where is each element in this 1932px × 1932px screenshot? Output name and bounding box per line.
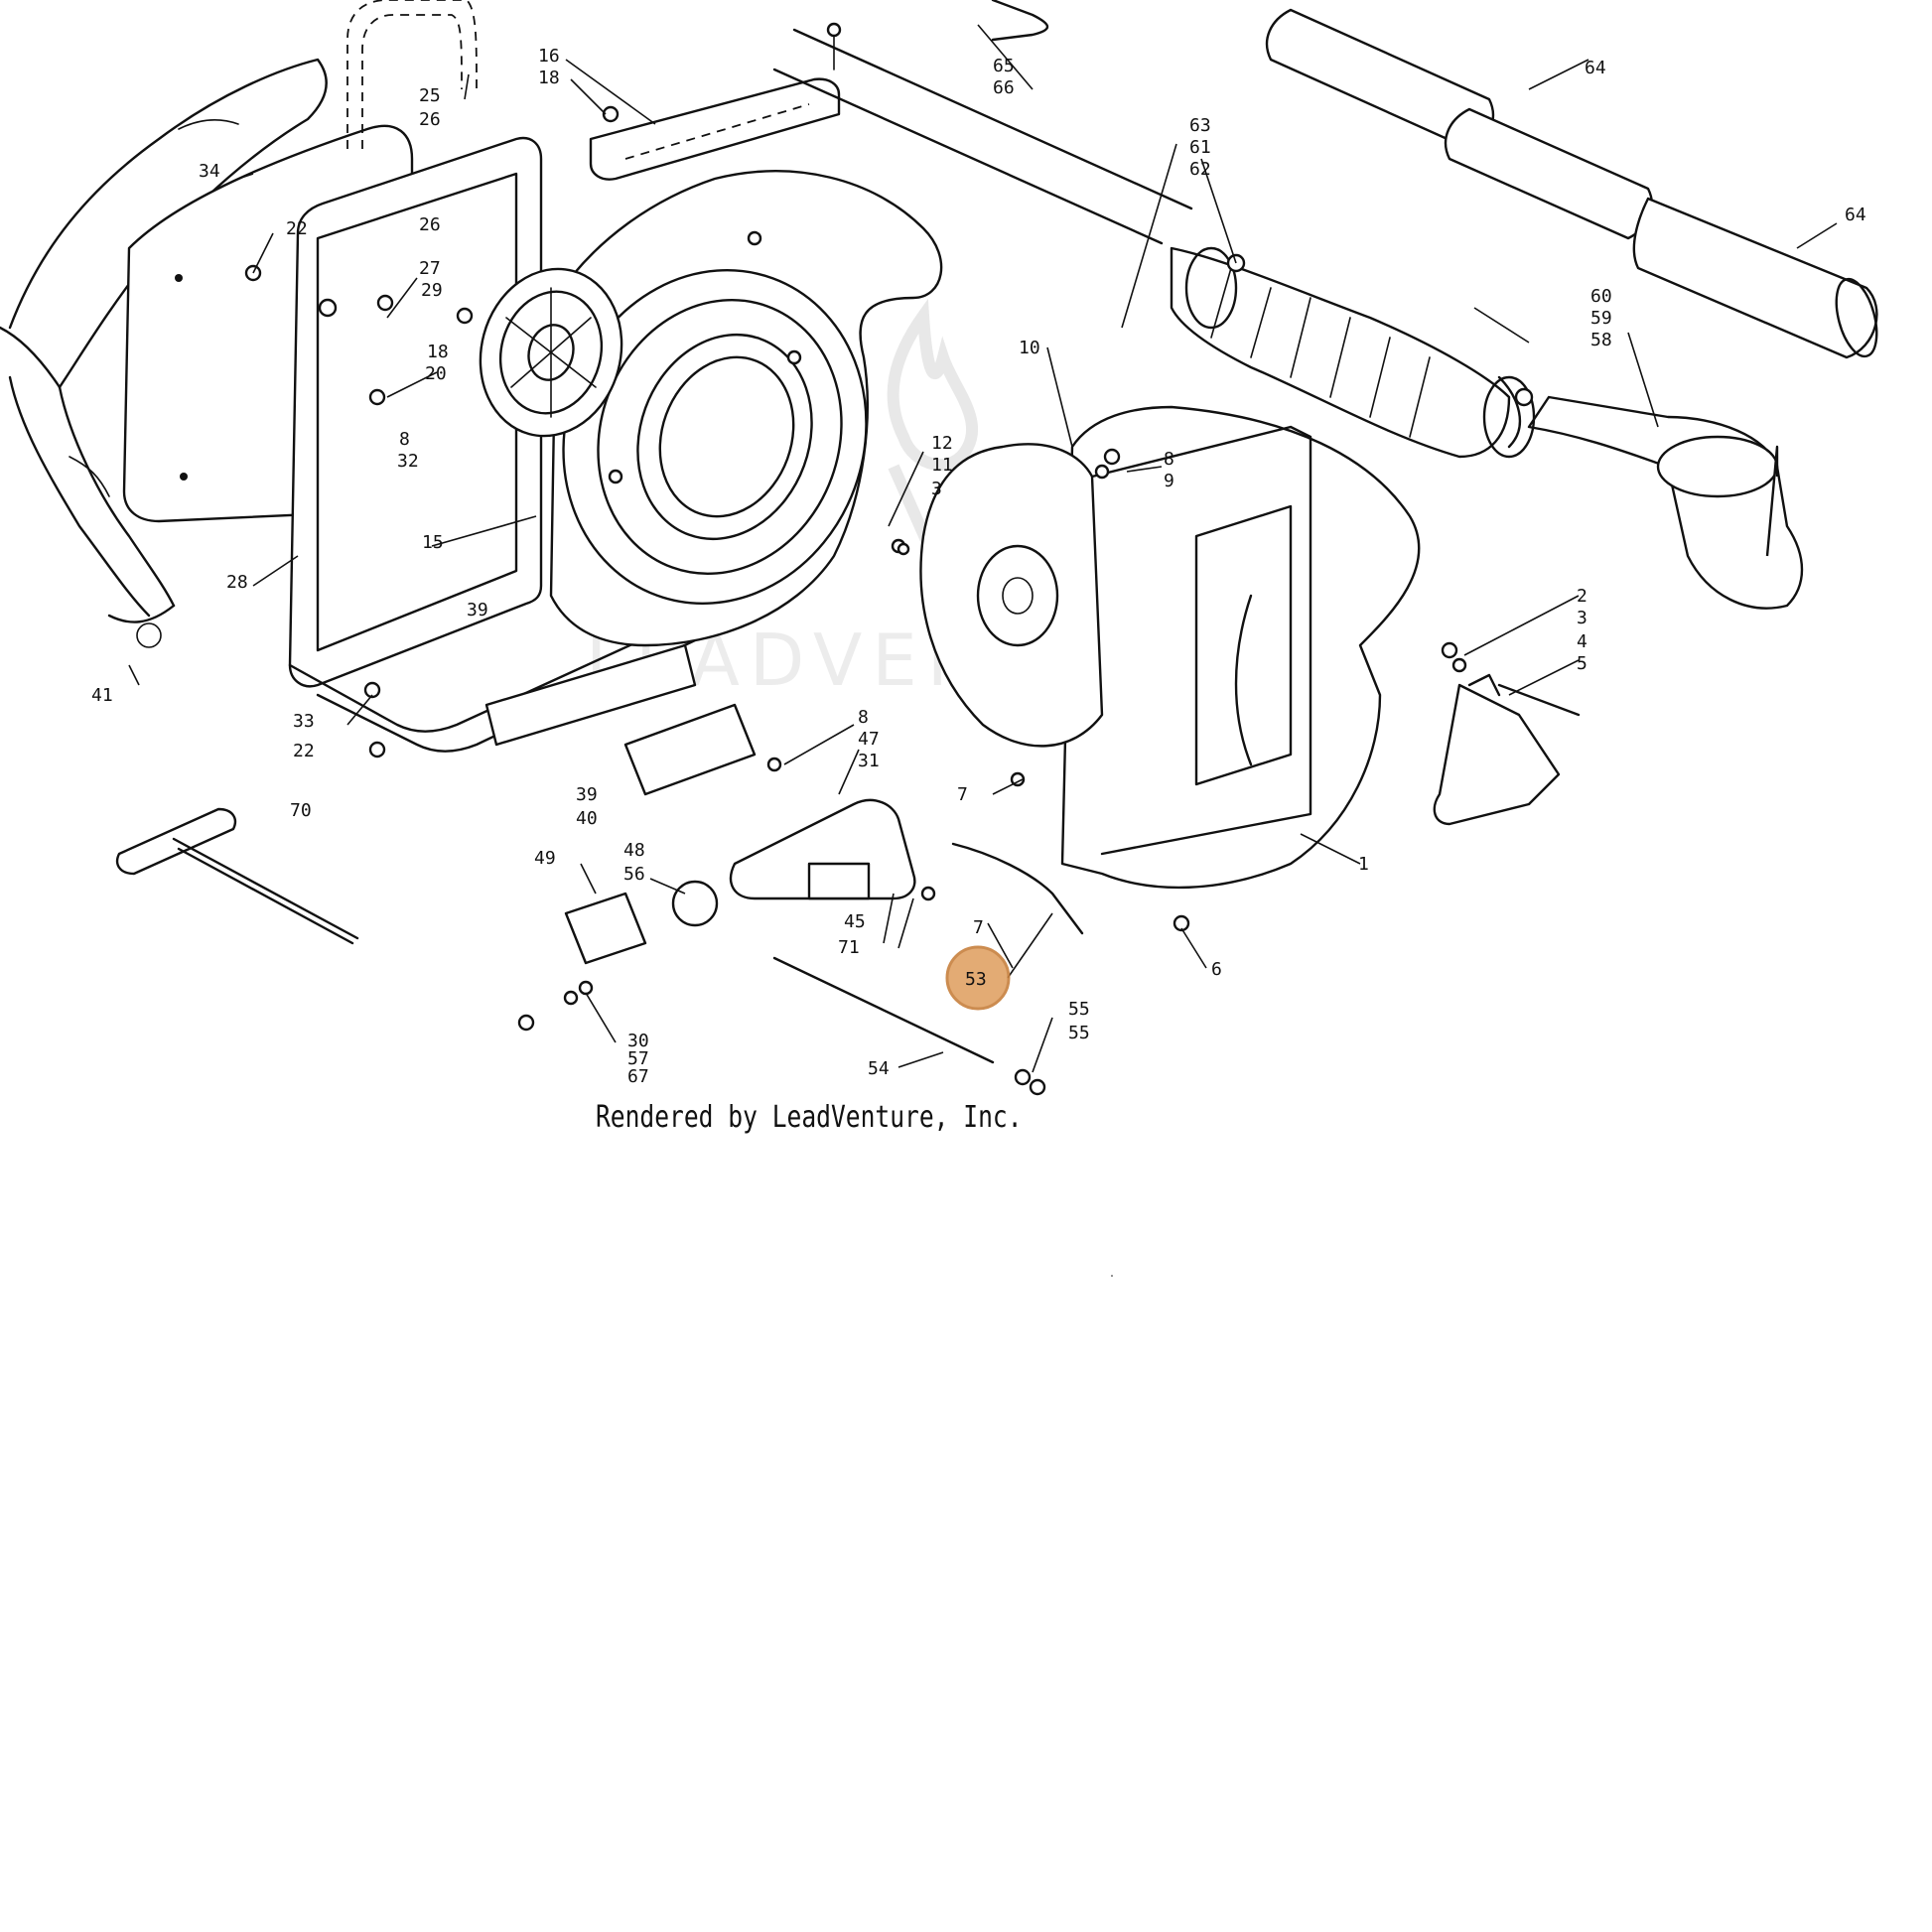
handle-rod	[346, 0, 478, 149]
callout-64-upper[interactable]: 64	[1585, 58, 1606, 78]
callout-26-top[interactable]: 26	[419, 109, 441, 130]
callout-33[interactable]: 33	[293, 711, 315, 732]
blower-tube-upper	[772, 0, 1193, 245]
callout-22-bottom[interactable]: 22	[293, 741, 315, 761]
callout-22-top[interactable]: 22	[286, 218, 308, 239]
t-handle-tool	[115, 807, 359, 945]
callout-8-left[interactable]: 8	[399, 429, 410, 450]
engine-flywheel	[479, 267, 623, 438]
mount-pads	[484, 643, 757, 796]
callout-10[interactable]: 10	[1019, 338, 1040, 358]
callout-27[interactable]: 27	[419, 258, 441, 279]
callout-11[interactable]: 11	[931, 455, 953, 476]
callout-34[interactable]: 34	[199, 161, 220, 182]
callout-55-upper[interactable]: 55	[1068, 999, 1090, 1020]
mount-bracket	[1433, 673, 1581, 826]
callout-31[interactable]: 31	[858, 751, 880, 771]
render-credit: Rendered by LeadVenture, Inc.	[596, 1100, 1023, 1135]
callout-57[interactable]: 57	[627, 1048, 649, 1069]
callout-71[interactable]: 71	[838, 937, 860, 958]
callout-39-upper[interactable]: 39	[467, 600, 488, 621]
callout-labels: 16 18 25 26 34 22 26 27 29 18 20 8 32 15…	[91, 46, 1866, 1087]
callout-55-lower[interactable]: 55	[1068, 1023, 1090, 1043]
callout-53-highlighted[interactable]: 53	[965, 969, 987, 990]
leader-lines	[128, 24, 1838, 1073]
callout-1[interactable]: 1	[1358, 854, 1369, 875]
callout-29[interactable]: 29	[421, 280, 443, 301]
throttle-assembly	[564, 798, 1084, 1064]
callout-2[interactable]: 2	[1577, 586, 1587, 607]
main-frame	[288, 136, 697, 753]
callout-54[interactable]: 54	[868, 1058, 890, 1079]
callout-62[interactable]: 62	[1189, 159, 1211, 180]
callout-67[interactable]: 67	[627, 1066, 649, 1087]
callout-3-upper[interactable]: 3	[931, 479, 942, 499]
callout-7-upper[interactable]: 7	[957, 784, 968, 805]
flex-hose	[1170, 246, 1511, 459]
callout-18-mid[interactable]: 18	[427, 342, 449, 362]
top-plate	[589, 22, 842, 181]
callout-30[interactable]: 30	[627, 1031, 649, 1051]
callout-66[interactable]: 66	[993, 77, 1015, 98]
fan-housing-front	[1060, 405, 1421, 890]
callout-3-right[interactable]: 3	[1577, 608, 1587, 628]
callout-32[interactable]: 32	[397, 451, 419, 472]
callout-56[interactable]: 56	[623, 864, 645, 885]
callout-58[interactable]: 58	[1590, 330, 1612, 350]
callout-41[interactable]: 41	[91, 685, 113, 706]
callout-8-lower[interactable]: 8	[858, 707, 869, 728]
callout-39-lower[interactable]: 39	[576, 784, 598, 805]
callout-65[interactable]: 65	[993, 56, 1015, 76]
callout-4[interactable]: 4	[1577, 631, 1587, 652]
callout-12[interactable]: 12	[931, 433, 953, 454]
callout-63[interactable]: 63	[1189, 115, 1211, 136]
callout-60[interactable]: 60	[1590, 286, 1612, 307]
callout-61[interactable]: 61	[1189, 137, 1211, 158]
callout-16[interactable]: 16	[538, 46, 560, 67]
callout-15[interactable]: 15	[422, 532, 444, 553]
elbow-nozzle	[1497, 375, 1804, 610]
callout-25[interactable]: 25	[419, 85, 441, 106]
callout-49[interactable]: 49	[534, 848, 556, 869]
fasteners	[244, 105, 1467, 1277]
callout-40[interactable]: 40	[576, 808, 598, 829]
impeller	[919, 443, 1104, 748]
callout-26-mid[interactable]: 26	[419, 214, 441, 235]
callout-45[interactable]: 45	[844, 911, 866, 932]
blower-tubes-64	[1265, 8, 1878, 359]
callout-5[interactable]: 5	[1577, 653, 1587, 674]
callout-48[interactable]: 48	[623, 840, 645, 861]
callout-6[interactable]: 6	[1211, 959, 1222, 980]
callout-28[interactable]: 28	[226, 572, 248, 593]
callout-7-lower[interactable]: 7	[973, 917, 984, 938]
callout-64-lower[interactable]: 64	[1845, 205, 1866, 225]
highlighted-callout-marker[interactable]	[945, 945, 1011, 1011]
callout-70[interactable]: 70	[290, 800, 312, 821]
callout-20[interactable]: 20	[425, 363, 447, 384]
callout-9[interactable]: 9	[1164, 471, 1174, 491]
callout-59[interactable]: 59	[1590, 308, 1612, 329]
callout-8-center[interactable]: 8	[1164, 449, 1174, 470]
callout-47[interactable]: 47	[858, 729, 880, 750]
callout-18-top[interactable]: 18	[538, 68, 560, 88]
